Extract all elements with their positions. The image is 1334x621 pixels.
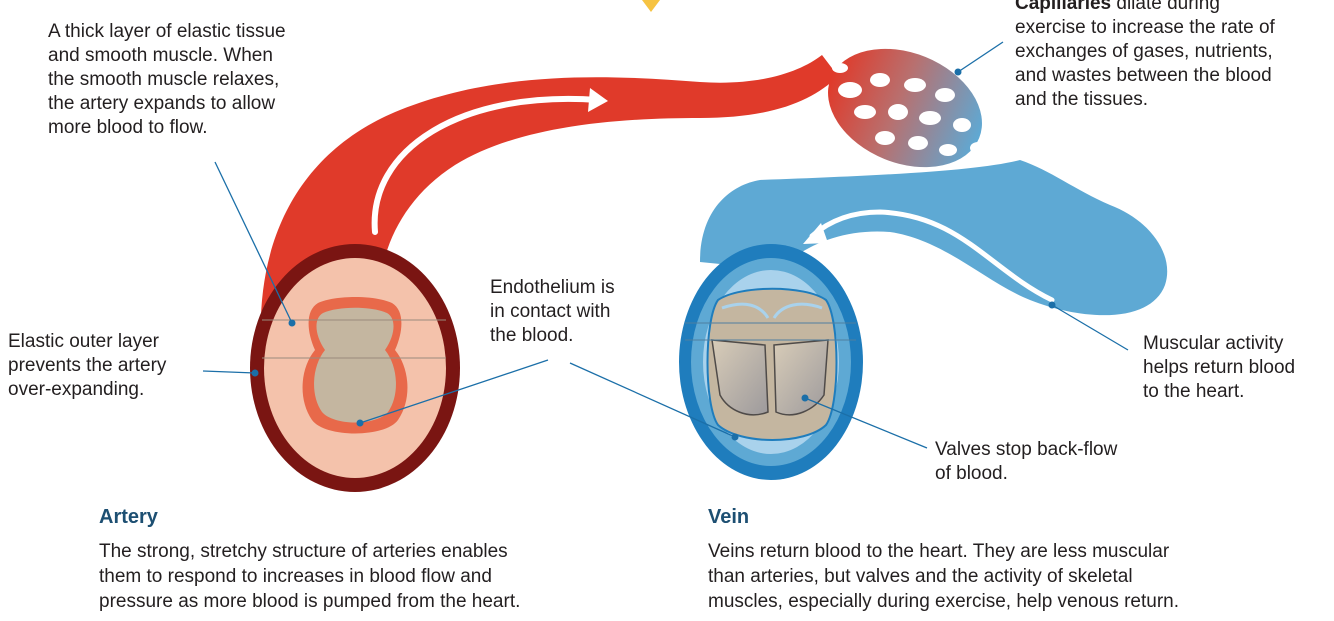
capillaries-label: Capillaries dilate during exercise to in…: [1015, 0, 1275, 112]
vein-cross-section: [679, 244, 863, 480]
marker-icon: [642, 0, 660, 12]
artery-heading: Artery: [99, 506, 158, 529]
vein-description: Veins return blood to the heart. They ar…: [708, 539, 1179, 614]
vein-heading: Vein: [708, 506, 749, 529]
valves-label: Valves stop back-flow of blood.: [935, 438, 1117, 486]
capillaries-term: Capillaries: [1015, 0, 1111, 14]
muscular-activity-label: Muscular activity helps return blood to …: [1143, 332, 1295, 404]
artery-cross-section: [250, 244, 460, 492]
artery-description: The strong, stretchy structure of arteri…: [99, 539, 520, 614]
artery-wall-label: A thick layer of elastic tissue and smoo…: [48, 20, 286, 140]
capillary-bed: [810, 27, 1000, 189]
elastic-outer-layer-label: Elastic outer layer prevents the artery …: [8, 330, 166, 402]
endothelium-label: Endothelium is in contact with the blood…: [490, 276, 615, 348]
